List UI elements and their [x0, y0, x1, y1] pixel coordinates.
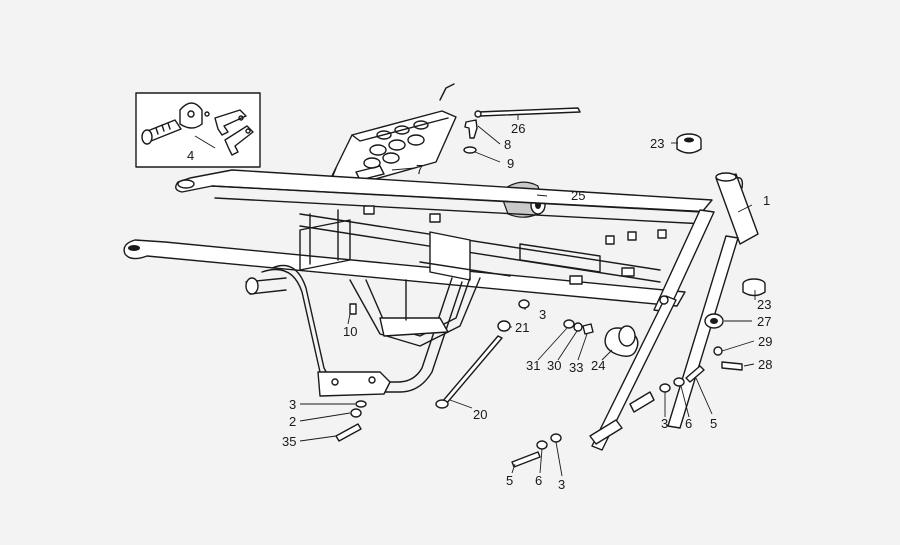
bolt-35 [335, 423, 362, 442]
washer-29 [713, 346, 723, 356]
callout-35: 35 [282, 434, 296, 449]
callout-10: 10 [343, 324, 357, 339]
nut-2 [350, 408, 362, 418]
callout-30: 30 [547, 358, 561, 373]
callout-8: 8 [504, 137, 511, 152]
battery-tray [329, 83, 457, 189]
nut-3-lower [550, 433, 562, 443]
callout-31: 31 [526, 358, 540, 373]
callout-7: 7 [416, 162, 423, 177]
callout-23-top: 23 [650, 136, 664, 151]
leader-lines [194, 114, 756, 477]
callout-2: 2 [289, 414, 296, 429]
callout-21: 21 [515, 320, 529, 335]
washer-6-lower [536, 440, 548, 450]
callout-labels: 1 4 7 26 8 9 25 23 23 27 29 28 10 3 21 3… [187, 121, 772, 492]
callout-6-right: 6 [685, 416, 692, 431]
callout-27: 27 [757, 314, 771, 329]
rubber-bush-24 [604, 325, 639, 357]
callout-25: 25 [571, 188, 585, 203]
grommet-23-right [742, 278, 766, 297]
callout-23-right: 23 [757, 297, 771, 312]
callout-24: 24 [591, 358, 605, 373]
bolt-28 [721, 361, 743, 371]
callout-9: 9 [507, 156, 514, 171]
nut-21 [497, 320, 511, 332]
long-bolt-20 [435, 335, 503, 409]
nut-3-upper [518, 299, 530, 309]
washer-9 [463, 146, 477, 154]
grommet-23-top [676, 133, 702, 154]
main-frame [123, 169, 759, 451]
washer-31 [563, 319, 575, 329]
callout-26: 26 [511, 121, 525, 136]
callout-33: 33 [569, 360, 583, 375]
ignition-lock-inset [135, 92, 261, 168]
callout-5-lower: 5 [506, 473, 513, 488]
washer-6-right [673, 377, 685, 387]
callout-3-upper: 3 [539, 307, 546, 322]
callout-29: 29 [758, 334, 772, 349]
callout-20: 20 [473, 407, 487, 422]
bolt-5-lower [511, 451, 541, 468]
pin-26 [477, 107, 581, 117]
bolt-8 [464, 119, 478, 139]
callout-5-right: 5 [710, 416, 717, 431]
washer-30 [573, 322, 583, 332]
bolt-5-right [685, 365, 705, 383]
callout-3-left: 3 [289, 397, 296, 412]
nut-3-right [659, 383, 671, 393]
callout-28: 28 [758, 357, 772, 372]
callout-3-right: 3 [661, 416, 668, 431]
stud-10 [349, 303, 357, 315]
part-27 [704, 313, 724, 329]
washer-3-lower-left [355, 400, 367, 408]
callout-3-lower: 3 [558, 477, 565, 492]
callout-4: 4 [187, 148, 194, 163]
callout-6-lower: 6 [535, 473, 542, 488]
callout-1: 1 [763, 193, 770, 208]
spacer-33 [582, 323, 594, 335]
